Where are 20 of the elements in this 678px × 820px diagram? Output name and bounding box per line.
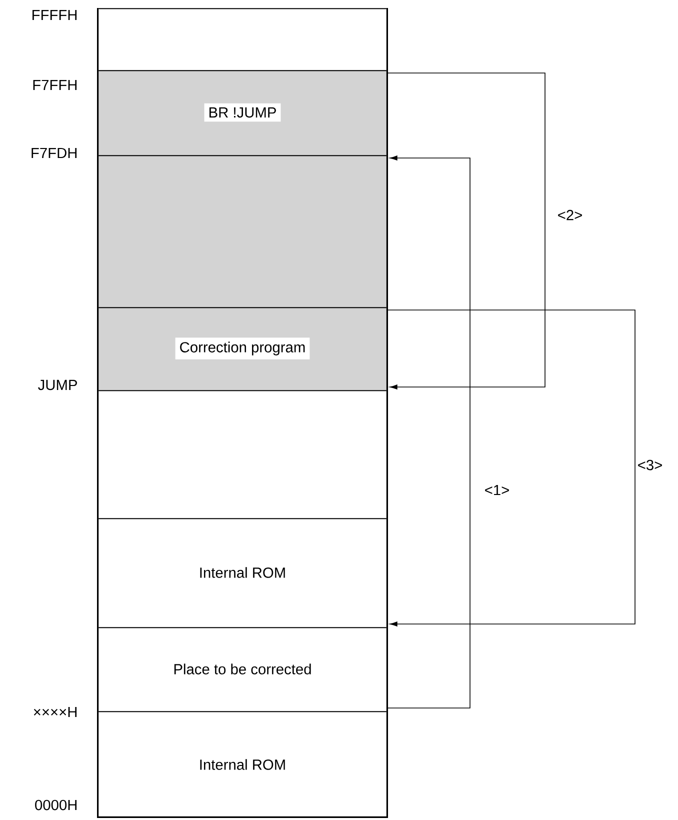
- memory-region: [97, 390, 388, 518]
- address-label: FFFFH: [32, 10, 77, 20]
- address-label: JUMP: [38, 380, 77, 390]
- arrow: [388, 310, 636, 626]
- edge-label: <3>: [636, 458, 664, 472]
- memory-region: BR !JUMP: [97, 70, 388, 155]
- address-label: ××××H: [34, 706, 77, 718]
- address-label: 0000H: [35, 800, 77, 810]
- memory-region: [97, 155, 388, 307]
- arrow: [388, 156, 470, 708]
- memory-region: Internal ROM: [97, 518, 388, 627]
- address-label: F7FDH: [32, 148, 77, 158]
- memory-region: Correction program: [97, 307, 388, 390]
- edge-label: <1>: [483, 484, 511, 496]
- address-label: F7FFH: [33, 80, 77, 90]
- arrow: [388, 72, 546, 390]
- memory-region: Place to be corrected: [97, 627, 388, 711]
- edge-label: <2>: [556, 208, 584, 222]
- memory-region: [97, 8, 388, 70]
- memory-region: Internal ROM: [97, 711, 388, 818]
